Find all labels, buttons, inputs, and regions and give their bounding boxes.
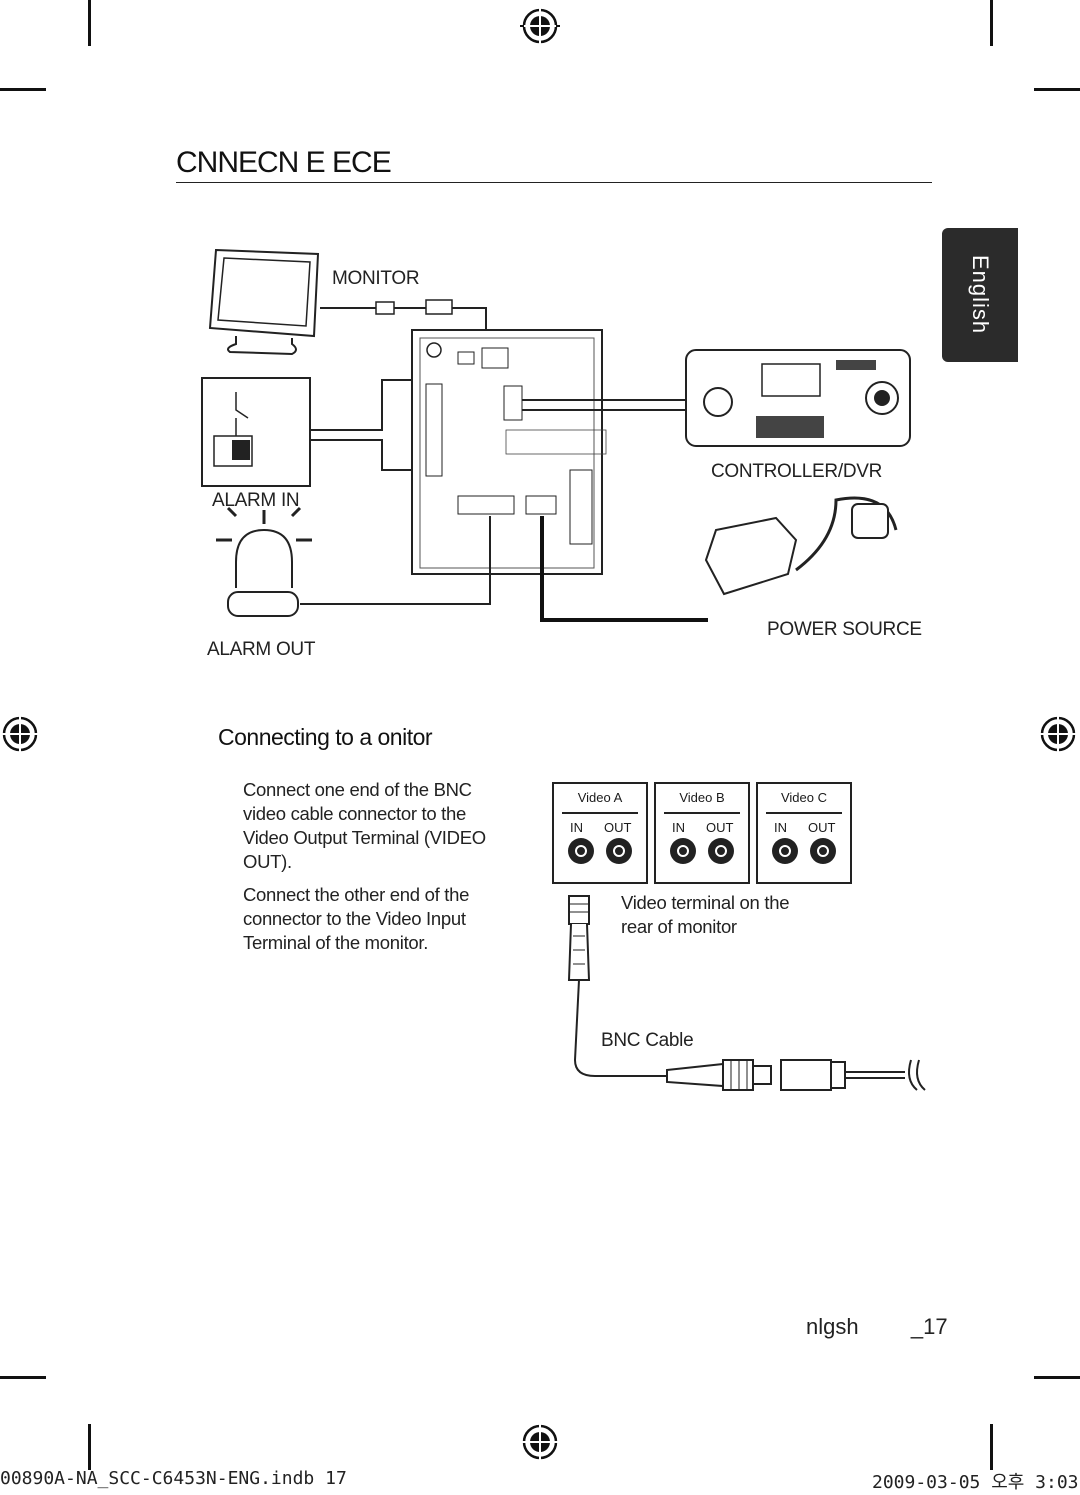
divider <box>562 812 638 814</box>
language-tab-label: English <box>968 255 993 335</box>
video-terminal-box: Video B IN OUT <box>654 782 750 884</box>
monitor-label: MONITOR <box>332 268 420 289</box>
video-terminal-name: Video C <box>780 790 827 805</box>
instruction-paragraph: Connect one end of the BNC video cable c… <box>243 779 486 872</box>
bnc-jack-icon <box>568 838 594 864</box>
crop-mark <box>88 0 91 46</box>
bnc-cable-caption: BNC Cable <box>601 1030 694 1051</box>
page-label: nlgsh <box>806 1314 859 1339</box>
divider <box>766 812 842 814</box>
bnc-jack-icon <box>708 838 734 864</box>
power-adapter-icon <box>540 496 898 622</box>
crop-mark <box>990 1424 993 1470</box>
page-title: CNNECN E ECE <box>176 146 392 179</box>
bnc-cable-illustration <box>567 895 926 1091</box>
camera-board <box>411 329 607 575</box>
bnc-jack-icon <box>772 838 798 864</box>
bnc-jack-icon <box>810 838 836 864</box>
bnc-plug-icon <box>666 1059 772 1091</box>
crop-mark <box>1034 88 1080 91</box>
bnc-jack-icon <box>670 838 696 864</box>
out-label: OUT <box>706 820 734 835</box>
alarm-out-label: ALARM OUT <box>207 639 316 660</box>
siren-icon <box>216 506 491 617</box>
power-source-label: POWER SOURCE <box>767 619 922 640</box>
in-label: IN <box>774 820 787 835</box>
video-terminal-box: Video A IN OUT <box>552 782 648 884</box>
connection-diagram <box>201 248 911 622</box>
page-number-value: _17 <box>910 1314 948 1339</box>
instruction-paragraph: Connect the other end of the connector t… <box>243 884 470 953</box>
alarm-in-label: ALARM IN <box>212 490 300 511</box>
out-label: OUT <box>604 820 632 835</box>
file-slug: 00890A-NA_SCC-C6453N-ENG.indb 17 <box>0 1468 347 1489</box>
terminal-caption: Video terminal on the rear of monitor <box>621 892 790 937</box>
crop-mark <box>990 0 993 46</box>
section-heading: Connecting to a onitor <box>218 724 433 750</box>
registration-mark-icon <box>520 6 560 46</box>
video-terminal-box: Video C IN OUT <box>756 782 852 884</box>
bnc-connector-icon <box>567 895 591 981</box>
language-tab: English <box>942 228 1018 362</box>
crop-mark <box>1034 1376 1080 1379</box>
video-terminal-name: Video B <box>679 790 725 805</box>
bnc-jack-icon <box>606 838 632 864</box>
in-label: IN <box>672 820 685 835</box>
registration-mark-icon <box>520 1422 560 1462</box>
alarm-in-icon <box>201 377 412 487</box>
bnc-socket-icon <box>780 1059 926 1091</box>
date-slug: 2009-03-05 오후 3:03 <box>872 1472 1079 1493</box>
controller-icon <box>685 349 911 447</box>
crop-mark <box>0 88 46 91</box>
registration-mark-icon <box>0 714 40 754</box>
crop-mark <box>0 1376 46 1379</box>
monitor-icon <box>208 248 320 356</box>
in-label: IN <box>570 820 583 835</box>
crop-mark <box>88 1424 91 1470</box>
divider <box>664 812 740 814</box>
controller-label: CONTROLLER/DVR <box>711 461 883 482</box>
video-terminal-name: Video A <box>577 790 623 805</box>
out-label: OUT <box>808 820 836 835</box>
registration-mark-icon <box>1038 714 1078 754</box>
page-number: nlgsh _17 <box>806 1314 948 1340</box>
title-rule <box>176 182 932 183</box>
